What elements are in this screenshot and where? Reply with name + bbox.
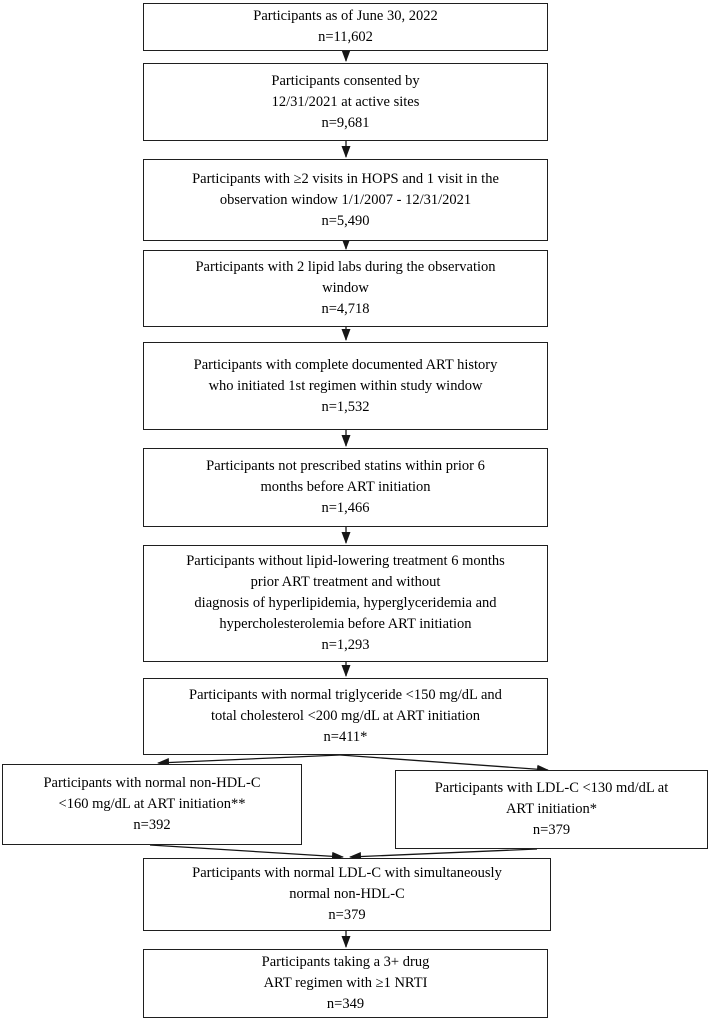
arrow-ldl-to-merge (349, 848, 538, 862)
box-text-line: hypercholesterolemia before ART initiati… (219, 616, 472, 632)
flow-box-consented-active-sites: Participants consented by 12/31/2021 at … (143, 63, 548, 141)
box-text-line: <160 mg/dL at ART initiation** (58, 796, 246, 812)
box-text-line: observation window 1/1/2007 - 12/31/2021 (219, 191, 472, 208)
flow-box-normal-non-hdl-c: Participants with normal non-HDL-C <160 … (2, 764, 302, 845)
box-text-line: Participants taking a 3+ drug (261, 954, 430, 970)
box-text-line: Participants consented by (271, 72, 420, 89)
box-count-line: n=9,681 (321, 114, 370, 131)
flow-box-visits-in-hops: Participants with ≥2 visits in HOPS and … (143, 159, 548, 241)
box-text-line: Participants not prescribed statins with… (206, 458, 485, 474)
flow-box-normal-ldl-c: Participants with LDL-C <130 md/dL at AR… (395, 770, 708, 849)
flow-box-participants-total: Participants as of June 30, 2022 n=11,60… (143, 3, 548, 51)
arrow-nonhdl-to-merge (149, 844, 344, 861)
box-count-line: n=11,602 (318, 29, 373, 45)
box-text-line: who initiated 1st regimen within study w… (208, 377, 483, 394)
flow-box-no-lipid-lowering-treatment: Participants without lipid-lowering trea… (143, 545, 548, 662)
box-count-line: n=379 (328, 907, 366, 923)
box-count-line: n=379 (532, 822, 571, 838)
arrow-split-to-nonhdl (157, 754, 341, 768)
box-text-line: Participants with normal LDL-C with simu… (192, 865, 502, 881)
box-text-line: Participants with normal triglyceride <1… (189, 687, 502, 703)
box-text-line: Participants with normal non-HDL-C (43, 775, 261, 791)
box-text-line: months before ART initiation (260, 479, 431, 495)
box-text-line: diagnosis of hyperlipidemia, hyperglycer… (194, 595, 497, 611)
box-count-line: n=1,293 (321, 637, 370, 653)
box-count-line: n=349 (326, 996, 365, 1012)
flow-box-no-statins-prior: Participants not prescribed statins with… (143, 448, 548, 527)
box-count-line: n=4,718 (321, 301, 370, 317)
box-text-line: total cholesterol <200 mg/dL at ART init… (210, 708, 481, 724)
box-count-line: n=5,490 (321, 212, 370, 229)
box-text-line: ART regimen with ≥1 NRTI (263, 975, 428, 991)
box-text-line: window (322, 280, 369, 296)
flow-box-final-art-regimen: Participants taking a 3+ drug ART regime… (143, 949, 548, 1018)
box-text-line: Participants with 2 lipid labs during th… (195, 259, 496, 275)
box-text-line: Participants with LDL-C <130 md/dL at (434, 780, 669, 796)
box-text-line: Participants with complete documented AR… (193, 356, 498, 373)
flow-box-complete-art-history: Participants with complete documented AR… (143, 342, 548, 430)
box-text-line: Participants as of June 30, 2022 (253, 8, 438, 24)
box-count-line: n=1,532 (321, 398, 370, 415)
box-count-line: n=392 (133, 817, 171, 833)
box-count-line: n=411* (323, 729, 368, 745)
box-count-line: n=1,466 (321, 500, 370, 516)
box-text-line: Participants without lipid-lowering trea… (186, 553, 505, 569)
box-text-line: 12/31/2021 at active sites (271, 93, 420, 110)
flow-box-normal-triglyceride-cholesterol: Participants with normal triglyceride <1… (143, 678, 548, 755)
arrow-split-to-ldl (339, 754, 549, 774)
flow-box-two-lipid-labs: Participants with 2 lipid labs during th… (143, 250, 548, 327)
box-text-line: normal non-HDL-C (289, 886, 405, 902)
flow-box-normal-ldl-and-non-hdl: Participants with normal LDL-C with simu… (143, 858, 551, 931)
box-text-line: Participants with ≥2 visits in HOPS and … (192, 170, 499, 187)
box-text-line: ART initiation* (505, 801, 598, 817)
box-text-line: prior ART treatment and without (250, 574, 441, 590)
